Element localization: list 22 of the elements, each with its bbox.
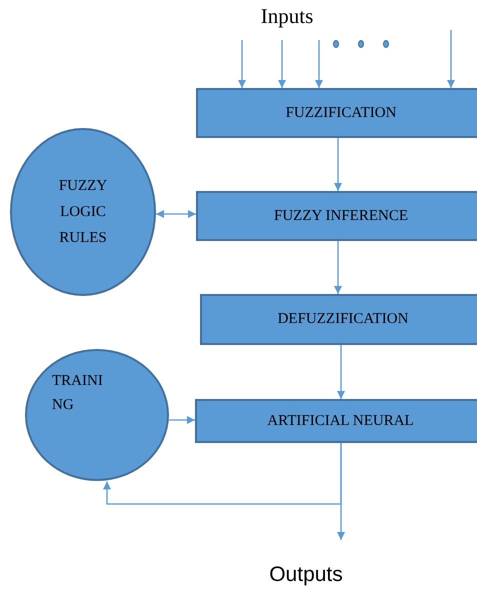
arrow	[238, 40, 246, 88]
arrow	[337, 345, 345, 399]
arrow	[168, 416, 195, 424]
arrow	[103, 443, 342, 505]
output-label: Outputs	[269, 562, 343, 588]
arrow	[334, 138, 342, 191]
node-label: ARTIFICIAL NEURAL	[266, 412, 415, 431]
node-label: FUZZIFICATION	[284, 104, 398, 123]
node-label: FUZZY INFERENCE	[272, 206, 410, 226]
process-box	[200, 294, 477, 345]
arrow	[447, 30, 455, 88]
arrow	[278, 40, 286, 88]
process-box	[195, 399, 477, 443]
node-label: TRAINI NG	[52, 372, 104, 415]
process-box	[196, 191, 477, 241]
arrow	[156, 210, 196, 218]
process-box	[196, 88, 477, 138]
inputs-label: Inputs	[260, 4, 314, 29]
arrow	[334, 241, 342, 294]
node-label: DEFUZZIFICATION	[276, 310, 410, 330]
arrow	[315, 40, 323, 88]
node-label: FUZZY LOGIC RULES	[58, 176, 108, 248]
